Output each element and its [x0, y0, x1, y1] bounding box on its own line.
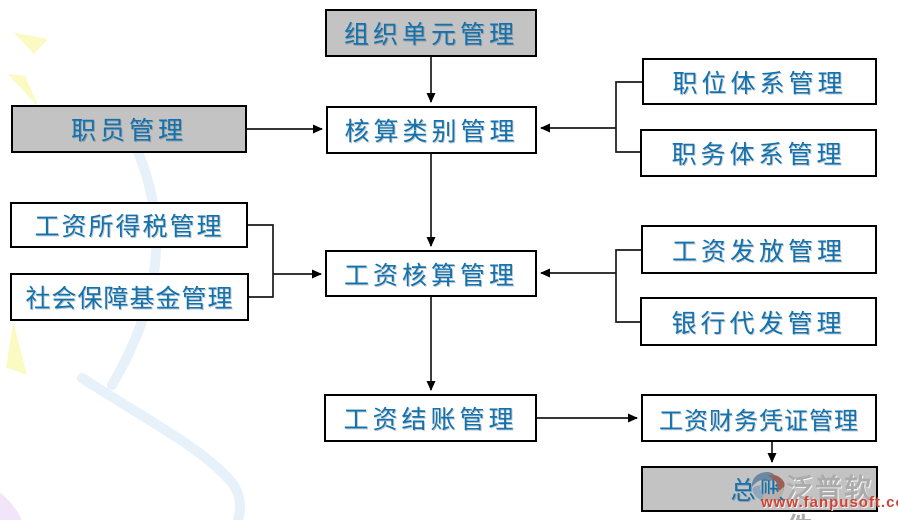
- node-org-unit-management: 组织单元管理: [325, 9, 537, 57]
- yellow-triangle-decoration: [6, 322, 27, 375]
- node-payroll-closing-management: 工资结账管理: [324, 394, 537, 442]
- node-label: 组织单元管理: [343, 20, 518, 49]
- node-label: 职务体系管理: [671, 140, 846, 169]
- node-bank-agency-payment-management: 银行代发管理: [640, 297, 877, 346]
- node-label: 银行代发管理: [671, 308, 846, 338]
- node-label: 工资所得税管理: [34, 212, 224, 241]
- node-payroll-financial-voucher-management: 工资财务凭证管理: [641, 394, 877, 442]
- node-payroll-accounting-management: 工资核算管理: [325, 250, 537, 297]
- yellow-triangle-decoration: [8, 74, 39, 108]
- node-label: 职位体系管理: [672, 68, 847, 98]
- node-staff-management: 职员管理: [11, 105, 247, 153]
- node-position-system-management: 职位体系管理: [642, 58, 877, 105]
- node-social-security-fund-management: 社会保障基金管理: [10, 273, 249, 321]
- node-label: 工资发放管理: [671, 236, 846, 266]
- node-label: 总账: [730, 476, 789, 505]
- node-accounting-category-management: 核算类别管理: [326, 106, 537, 154]
- node-job-system-management: 职务体系管理: [640, 129, 877, 177]
- node-salary-payment-management: 工资发放管理: [641, 225, 877, 274]
- node-label: 核算类别管理: [344, 117, 519, 146]
- node-label: 工资财务凭证管理: [659, 406, 859, 435]
- yellow-triangle-decoration: [14, 32, 48, 54]
- node-label: 工资结账管理: [343, 405, 518, 434]
- node-label: 社会保障基金管理: [25, 284, 234, 313]
- node-income-tax-management: 工资所得税管理: [10, 202, 248, 248]
- node-general-ledger: 总账: [641, 466, 878, 512]
- node-label: 职员管理: [70, 116, 187, 145]
- purple-circle-decoration: [0, 475, 30, 520]
- node-label: 工资核算管理: [343, 260, 518, 290]
